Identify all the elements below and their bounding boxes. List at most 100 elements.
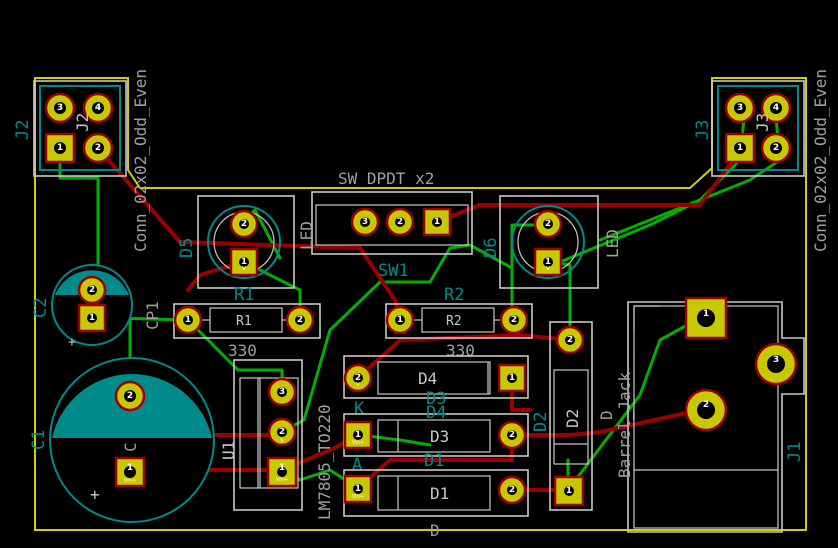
svg-text:1: 1 — [737, 143, 743, 153]
svg-text:2: 2 — [545, 219, 551, 229]
r2-value-label: 330 — [446, 341, 475, 360]
d3-d4-label: D4 — [426, 403, 446, 423]
u1-tab-outline — [239, 377, 261, 489]
c1-value-label: C — [121, 442, 140, 452]
j2-pad-1 — [44, 132, 76, 164]
svg-text:1: 1 — [703, 309, 709, 319]
svg-text:1: 1 — [185, 315, 191, 325]
j1-value-label: Barrel_Jack — [615, 372, 634, 478]
u1-pad-1-net: Vin+ — [276, 477, 288, 483]
j1-courtyard — [627, 301, 805, 533]
cp1-value-label: CP1 — [143, 301, 162, 330]
capacitor-c2: C2 CP1 + — [31, 264, 162, 350]
j2-fab-label: J2 — [73, 113, 92, 132]
svg-text:1: 1 — [397, 315, 403, 325]
d2-body — [553, 369, 589, 465]
d3-fab-label: D3 — [430, 427, 449, 446]
capacitor-c1: Vin+ C1 C + — [29, 357, 215, 523]
d6-ref-label: D6 — [481, 238, 501, 258]
j3-fab-outline — [717, 85, 799, 171]
svg-text:2: 2 — [279, 427, 285, 437]
d1-body — [377, 475, 491, 511]
diode-d1: D1 D1 D — [343, 451, 529, 540]
pad-pin-numbers: 3 4 1 2 3 4 1 2 3 2 1 2 1 2 1 2 1 1 2 1 … — [57, 103, 779, 496]
switch-sw1: SW_DPDT_x2 SW1 — [311, 169, 473, 281]
d1-fab-label: D1 — [430, 484, 449, 503]
d3-ref-label: D3 — [426, 389, 446, 409]
r1-ref-label: R1 — [234, 285, 254, 305]
svg-text:2: 2 — [297, 315, 303, 325]
c1-ref-label: C1 — [29, 430, 49, 450]
c2-pad-1 — [77, 303, 107, 333]
svg-text:1: 1 — [509, 373, 515, 383]
j3-fab-label: J3 — [753, 113, 772, 132]
c1-plus-label: + — [90, 485, 100, 504]
u1-value-label: LM7805_TO220 — [315, 404, 334, 520]
svg-text:2: 2 — [397, 217, 403, 227]
j1-ref-label: J1 — [785, 442, 805, 462]
diode-d3: D3 D3 D4 A — [343, 389, 529, 475]
sw1-courtyard — [311, 191, 473, 255]
sw1-value-label: SW_DPDT_x2 — [338, 169, 434, 188]
j3-courtyard — [711, 80, 805, 177]
resistor-r1: R1 R1 330 — [173, 285, 321, 360]
d4-fab-label: D4 — [418, 369, 437, 388]
u1-fab-label: U1 — [219, 441, 238, 460]
sw1-ref-label: SW1 — [378, 261, 409, 281]
d3-body — [377, 419, 491, 453]
d5-ref-label: D5 — [177, 238, 197, 258]
connector-j2: J2 J2 Conn_02x02_Odd_Even — [13, 69, 150, 252]
svg-text:1: 1 — [279, 463, 285, 473]
j2-courtyard — [33, 80, 127, 177]
svg-text:4: 4 — [95, 103, 101, 113]
svg-text:1: 1 — [355, 430, 361, 440]
svg-text:2: 2 — [355, 373, 361, 383]
svg-text:1: 1 — [57, 143, 63, 153]
svg-text:1: 1 — [566, 486, 572, 496]
svg-text:1: 1 — [545, 257, 551, 267]
svg-text:2: 2 — [127, 391, 133, 401]
d1-pad-net: Vin+ — [352, 494, 364, 500]
svg-text:1: 1 — [127, 463, 133, 473]
barrel-jack-j1: Barrel_Jack J1 — [615, 296, 805, 533]
regulator-u1: Vin+ LM7805_TO220 U1 — [219, 359, 334, 520]
d5-pad-net: V — [242, 266, 246, 272]
j3-ref-label: J3 — [693, 120, 713, 140]
d2-fab-label: D2 — [563, 409, 582, 428]
svg-text:3: 3 — [57, 103, 63, 113]
r1-value-label: 330 — [228, 341, 257, 360]
d2-courtyard — [549, 321, 593, 511]
svg-text:3: 3 — [773, 355, 779, 365]
svg-text:3: 3 — [737, 103, 743, 113]
d6-body-outline — [511, 205, 585, 279]
u1-courtyard — [233, 359, 303, 511]
svg-text:4: 4 — [773, 103, 779, 113]
diode-d4: D4 K — [343, 355, 529, 419]
pad-net-annotations: V V V V Vin+ Vin+ — [242, 266, 550, 500]
diode-d2: D2 D2 D — [531, 321, 616, 511]
d3-pad-net: Vin+ — [352, 440, 364, 446]
j2-fab-outline — [39, 85, 121, 171]
c2-ref-label: C2 — [31, 298, 51, 318]
svg-text:1: 1 — [434, 217, 440, 227]
c1-pad-1-net: Vin+ — [124, 478, 136, 484]
d2-ref-label: D2 — [531, 412, 551, 432]
d5-value-label: LED — [297, 221, 316, 250]
j3-value-label: Conn_02x02_Odd_Even — [811, 69, 830, 252]
svg-text:1: 1 — [89, 313, 95, 323]
svg-text:1: 1 — [241, 257, 247, 267]
j2-ref-label: J2 — [13, 120, 33, 140]
svg-text:2: 2 — [773, 143, 779, 153]
svg-text:2: 2 — [89, 285, 95, 295]
svg-text:2: 2 — [567, 335, 573, 345]
d6-value-label: LED — [603, 229, 622, 258]
r2-ref-label: R2 — [444, 285, 464, 305]
u1-pad-2-net: V — [280, 438, 284, 444]
svg-text:3: 3 — [362, 217, 368, 227]
led-d5: D5 LED — [177, 195, 316, 289]
svg-text:2: 2 — [95, 143, 101, 153]
svg-text:3: 3 — [279, 387, 285, 397]
svg-text:2: 2 — [703, 400, 709, 410]
d4-k-label: K — [354, 399, 365, 419]
svg-text:2: 2 — [241, 219, 247, 229]
